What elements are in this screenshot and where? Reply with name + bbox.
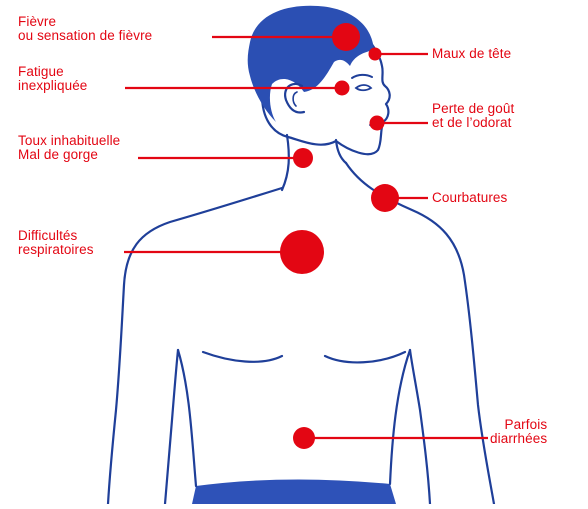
label-courbatures-line1: Courbatures xyxy=(432,191,507,205)
ear-inner xyxy=(293,92,297,106)
torso-outline xyxy=(108,163,494,504)
label-courbatures: Courbatures xyxy=(432,191,507,205)
label-gout: Perte de goût et de l’odorat xyxy=(432,102,514,130)
marker-respiratoires xyxy=(280,230,324,274)
label-maux-de-tete-line1: Maux de tête xyxy=(432,47,511,61)
label-maux-de-tete: Maux de tête xyxy=(432,47,511,61)
label-respiratoires-line2: respiratoires xyxy=(18,243,94,257)
hair xyxy=(248,6,374,122)
marker-fatigue xyxy=(335,81,350,96)
label-toux: Toux inhabituelle Mal de gorge xyxy=(18,134,120,162)
marker-courbatures xyxy=(371,184,399,212)
label-fatigue-line1: Fatigue xyxy=(18,65,87,79)
label-gout-line1: Perte de goût xyxy=(432,102,514,116)
marker-maux-de-tete xyxy=(369,48,382,61)
label-toux-line1: Toux inhabituelle xyxy=(18,134,120,148)
label-respiratoires: Difficultés respiratoires xyxy=(18,229,94,257)
shorts xyxy=(192,479,396,504)
eyebrow xyxy=(352,75,372,78)
label-fievre-line1: Fièvre xyxy=(18,15,152,29)
label-fatigue-line2: inexpliquée xyxy=(18,79,87,93)
label-fievre-line2: ou sensation de fièvre xyxy=(18,29,152,43)
label-diarrhees-line2: diarrhées xyxy=(490,432,547,446)
label-respiratoires-line1: Difficultés xyxy=(18,229,94,243)
label-diarrhees: Parfois diarrhées xyxy=(490,418,547,446)
marker-diarrhees xyxy=(293,427,315,449)
label-fatigue: Fatigue inexpliquée xyxy=(18,65,87,93)
label-fievre: Fièvre ou sensation de fièvre xyxy=(18,15,152,43)
marker-gout xyxy=(370,116,385,131)
label-gout-line2: et de l’odorat xyxy=(432,116,514,130)
marker-gorge xyxy=(293,148,313,168)
marker-fievre xyxy=(332,23,360,51)
label-toux-line2: Mal de gorge xyxy=(18,148,120,162)
label-diarrhees-line1: Parfois xyxy=(490,418,547,432)
eye xyxy=(356,85,371,90)
